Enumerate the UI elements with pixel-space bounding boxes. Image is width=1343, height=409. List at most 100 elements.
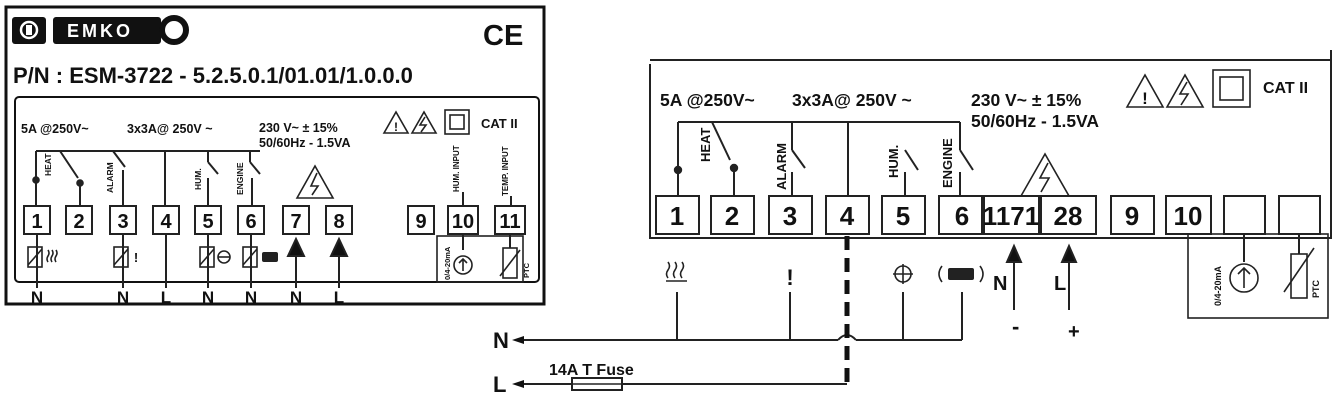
left-panel: EMKO CE P/N : ESM-3722 - 5.2.5.0.1/01.01… <box>4 5 546 307</box>
left-load-engine-icon <box>242 246 278 268</box>
right-terminal-7 <box>983 195 1040 235</box>
right-load-humidifier-icon <box>893 264 913 284</box>
left-label-engine: ENGINE <box>235 162 245 195</box>
right-supply-n-label: N <box>993 273 1007 295</box>
line-n-terminal: N <box>493 328 524 353</box>
left-terminal-number: 10 <box>452 211 474 233</box>
right-label-alarm: ALARM <box>774 143 789 190</box>
left-sensor-ptc-label: PTC <box>522 262 531 278</box>
left-sensor-wiring <box>436 234 524 283</box>
brand-logo-text: EMKO <box>67 21 133 41</box>
right-terminal-number: 4 <box>840 201 855 231</box>
left-module-frame <box>14 96 540 283</box>
line-l-label: L <box>493 372 506 397</box>
left-terminal-number: 7 <box>290 211 301 233</box>
svg-text:L: L <box>161 288 171 307</box>
right-module-frame <box>649 50 1332 239</box>
right-relay-wiring <box>673 121 974 196</box>
left-terminal-number: 5 <box>202 211 213 233</box>
left-terminal-number: 11 <box>499 211 520 233</box>
right-terminal-6 <box>938 195 983 235</box>
part-number: P/N : ESM-3722 - 5.2.5.0.1/01.01/1.0.0.0 <box>13 63 413 88</box>
right-rating-group: 3x3A@ 250V ~ <box>792 90 912 110</box>
right-supply-l-label: L <box>1054 273 1066 295</box>
right-terminal-number: 1 <box>670 201 684 231</box>
left-load-humidifier-icon <box>199 246 231 268</box>
brand-logo: EMKO <box>12 15 189 45</box>
left-label-heat: HEAT <box>43 153 53 176</box>
right-terminal-number: 6 <box>955 201 969 231</box>
right-rating-freq: 50/60Hz - 1.5VA <box>971 111 1099 131</box>
line-n-label: N <box>493 328 509 353</box>
left-hazard-voltage-icon <box>410 110 438 134</box>
left-label-alarm: ALARM <box>105 162 115 193</box>
left-load-alarm-icon: ! <box>113 246 138 268</box>
ce-mark: CE <box>483 20 523 52</box>
svg-text:!: ! <box>394 120 398 134</box>
left-terminal-number: 6 <box>245 211 256 233</box>
right-label-hum: HUM. <box>886 145 901 178</box>
right-warning-icon: ! <box>1125 73 1165 108</box>
right-terminal-number: 9 <box>1125 201 1139 231</box>
right-terminal-12 <box>1278 195 1321 235</box>
right-terminal-1 <box>655 195 700 235</box>
right-supply-minus-label: - <box>1012 314 1019 339</box>
right-n-wiring <box>520 292 963 341</box>
left-sensor-current-label: 0/4-20mA <box>443 246 452 280</box>
right-hazard-voltage-icon <box>1165 73 1205 108</box>
left-bottom-labels: N N L N N N L <box>31 288 344 307</box>
left-relay-wiring <box>32 150 261 206</box>
left-terminal-7 <box>282 205 310 235</box>
right-terminal-8 <box>1040 195 1097 235</box>
left-terminal-number: 3 <box>117 211 128 233</box>
svg-text:N: N <box>117 288 129 307</box>
right-load-heater-icon <box>665 261 687 282</box>
left-terminal-number: 8 <box>333 211 344 233</box>
left-double-insulation-icon <box>444 109 470 135</box>
left-label-hum: HUM. <box>193 168 203 190</box>
right-terminal-2 <box>710 195 755 235</box>
left-load-heater-icon <box>27 246 58 268</box>
left-load-wiring <box>36 234 252 288</box>
left-warning-icon: ! <box>382 110 410 134</box>
right-terminal-number: 3 <box>783 201 797 231</box>
left-rating-relay: 5A @250V~ <box>21 122 89 136</box>
right-cat-label: CAT II <box>1263 80 1308 97</box>
right-terminal-number: 28 <box>1054 201 1083 231</box>
left-terminal-number: 4 <box>160 211 172 233</box>
right-label-heat: HEAT <box>698 128 713 162</box>
left-label-temp-input: TEMP. INPUT <box>501 146 510 196</box>
right-double-insulation-icon <box>1212 69 1251 108</box>
svg-text:N: N <box>202 288 214 307</box>
right-label-engine: ENGINE <box>940 138 955 188</box>
left-cat-label: CAT II <box>481 116 518 131</box>
left-terminal-number: 1 <box>31 211 42 233</box>
right-sensor-ptc-label: PTC <box>1311 279 1321 298</box>
left-rating-freq: 50/60Hz - 1.5VA <box>259 136 350 150</box>
right-panel: 5A @250V~ 3x3A@ 250V ~ 230 V~ ± 15% 50/6… <box>493 50 1332 397</box>
right-load-alarm-icon: ! <box>786 265 793 290</box>
right-terminal-number: 10 <box>1174 201 1203 231</box>
right-sensor-current-label: 0/4-20mA <box>1213 265 1223 306</box>
left-terminal-numbers: 1 2 3 4 5 6 7 8 9 10 11 <box>31 211 520 233</box>
svg-text:!: ! <box>1142 89 1148 108</box>
right-terminal-4 <box>825 195 870 235</box>
right-sensor-wiring <box>1187 233 1329 319</box>
right-rating-relay: 5A @250V~ <box>660 90 755 110</box>
right-terminal-9 <box>1110 195 1155 235</box>
left-supply-arrows <box>286 236 349 288</box>
svg-text:N: N <box>31 288 43 307</box>
left-terminal-2 <box>65 205 93 235</box>
right-terminal-strip <box>655 195 1321 235</box>
right-terminal-3 <box>768 195 813 235</box>
left-terminal-9 <box>407 205 435 235</box>
left-supply-warning-icon <box>295 164 335 199</box>
svg-text:!: ! <box>134 250 138 265</box>
right-terminal-numbers: 1 2 3 4 5 6 1171 28 9 10 <box>670 201 1203 231</box>
left-rating-group: 3x3A@ 250V ~ <box>127 122 213 136</box>
right-terminal-number: 2 <box>725 201 739 231</box>
left-input-wiring <box>462 192 512 206</box>
right-supply-plus-label: + <box>1068 321 1080 343</box>
right-rating-supply: 230 V~ ± 15% <box>971 90 1082 110</box>
